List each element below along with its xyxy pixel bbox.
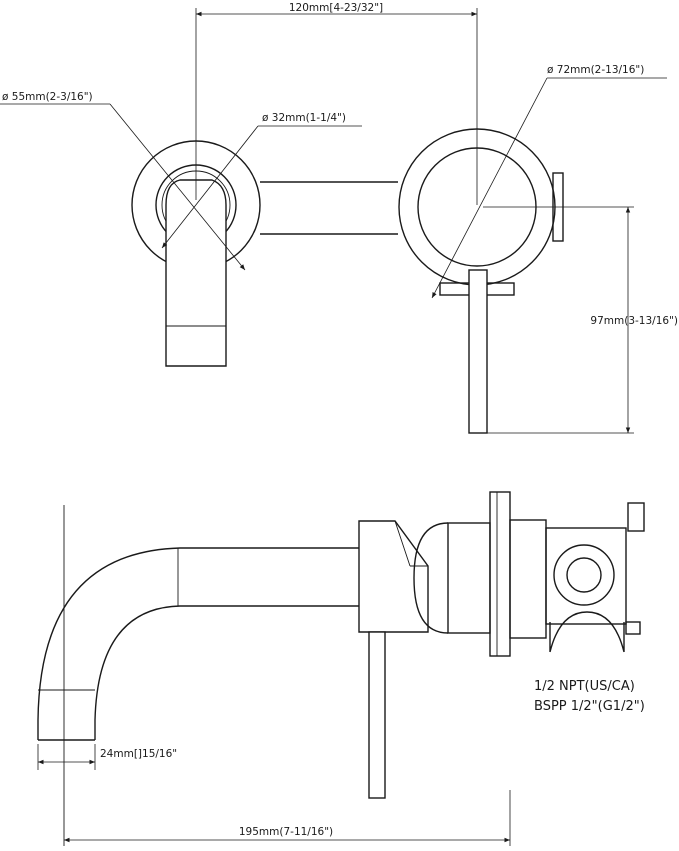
length-label: 195mm(7-11/16") (239, 826, 333, 838)
valve-bottom-tab (625, 621, 641, 635)
handle-cap (358, 520, 429, 633)
valve-bottom-saddle (549, 611, 625, 653)
inlet-port-inner (566, 557, 602, 593)
handle-cap-bevel (394, 520, 411, 567)
spout-outline (37, 547, 359, 721)
valve-top-tab (627, 502, 645, 532)
spout-diameter-label: ø 55mm(2-3/16") (2, 91, 93, 103)
valve-neck (509, 519, 547, 639)
cartridge-body (447, 522, 491, 634)
dim-inner-leader (161, 125, 259, 249)
inlet-port-outer (553, 544, 615, 606)
dim-spout-leader (109, 103, 246, 271)
dim-plate-leader (431, 77, 548, 299)
valve-body (545, 527, 627, 625)
spout-projection (165, 179, 227, 367)
side-handle-lever (368, 631, 386, 799)
width-dimension-label: 120mm[4-23/32"] (289, 2, 383, 14)
handle-height-label: 97mm(3-13/16") (590, 315, 678, 327)
wall-plate (489, 491, 511, 657)
handle-lever (468, 269, 488, 434)
inner-diameter-label: ø 32mm(1-1/4") (262, 112, 346, 124)
top-view: 120mm[4-23/32"] ø 55mm(2-3/16") ø 32mm(1… (0, 2, 678, 434)
plate-diameter-label: ø 72mm(2-13/16") (547, 64, 644, 76)
spout-tip-label: 24mm[]15/16" (100, 748, 177, 760)
thread-label-bspp: BSPP 1/2"(G1/2") (534, 699, 645, 714)
cartridge-dome (413, 522, 449, 634)
side-view: 1/2 NPT(US/CA) BSPP 1/2"(G1/2") 24mm[]15… (37, 491, 645, 846)
thread-label-npt: 1/2 NPT(US/CA) (534, 679, 635, 694)
